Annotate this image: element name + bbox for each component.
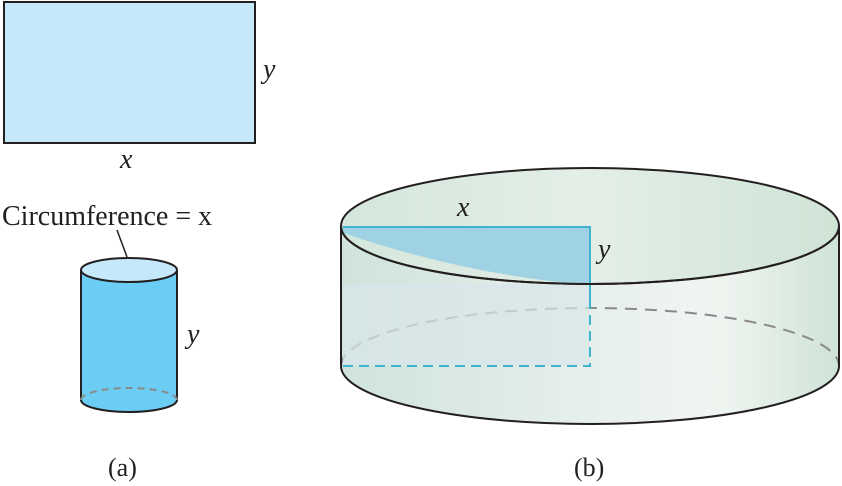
panel-a: y x Circumference = x y (a) [2, 1, 276, 482]
circumference-label: Circumference = x [2, 201, 212, 232]
inner-rectangle-lower [343, 285, 590, 366]
big-rect-width-label: x [456, 192, 470, 223]
rect-width-label: x [119, 144, 133, 175]
panel-b: x y (b) [340, 167, 840, 482]
big-rect-height-label: y [595, 234, 611, 265]
rect-height-label: y [260, 54, 276, 85]
flat-rectangle [3, 1, 256, 144]
small-cylinder-top [80, 257, 178, 283]
small-cylinder-height-label: y [184, 319, 200, 350]
caption-b: (b) [574, 453, 604, 482]
inner-rectangle-dashed-edge [343, 285, 591, 367]
inner-rectangle-upper [343, 227, 590, 285]
big-cylinder-base-front [340, 365, 840, 425]
small-cylinder [80, 257, 178, 413]
caption-a: (a) [108, 453, 137, 482]
circumference-leader-line [116, 229, 128, 258]
